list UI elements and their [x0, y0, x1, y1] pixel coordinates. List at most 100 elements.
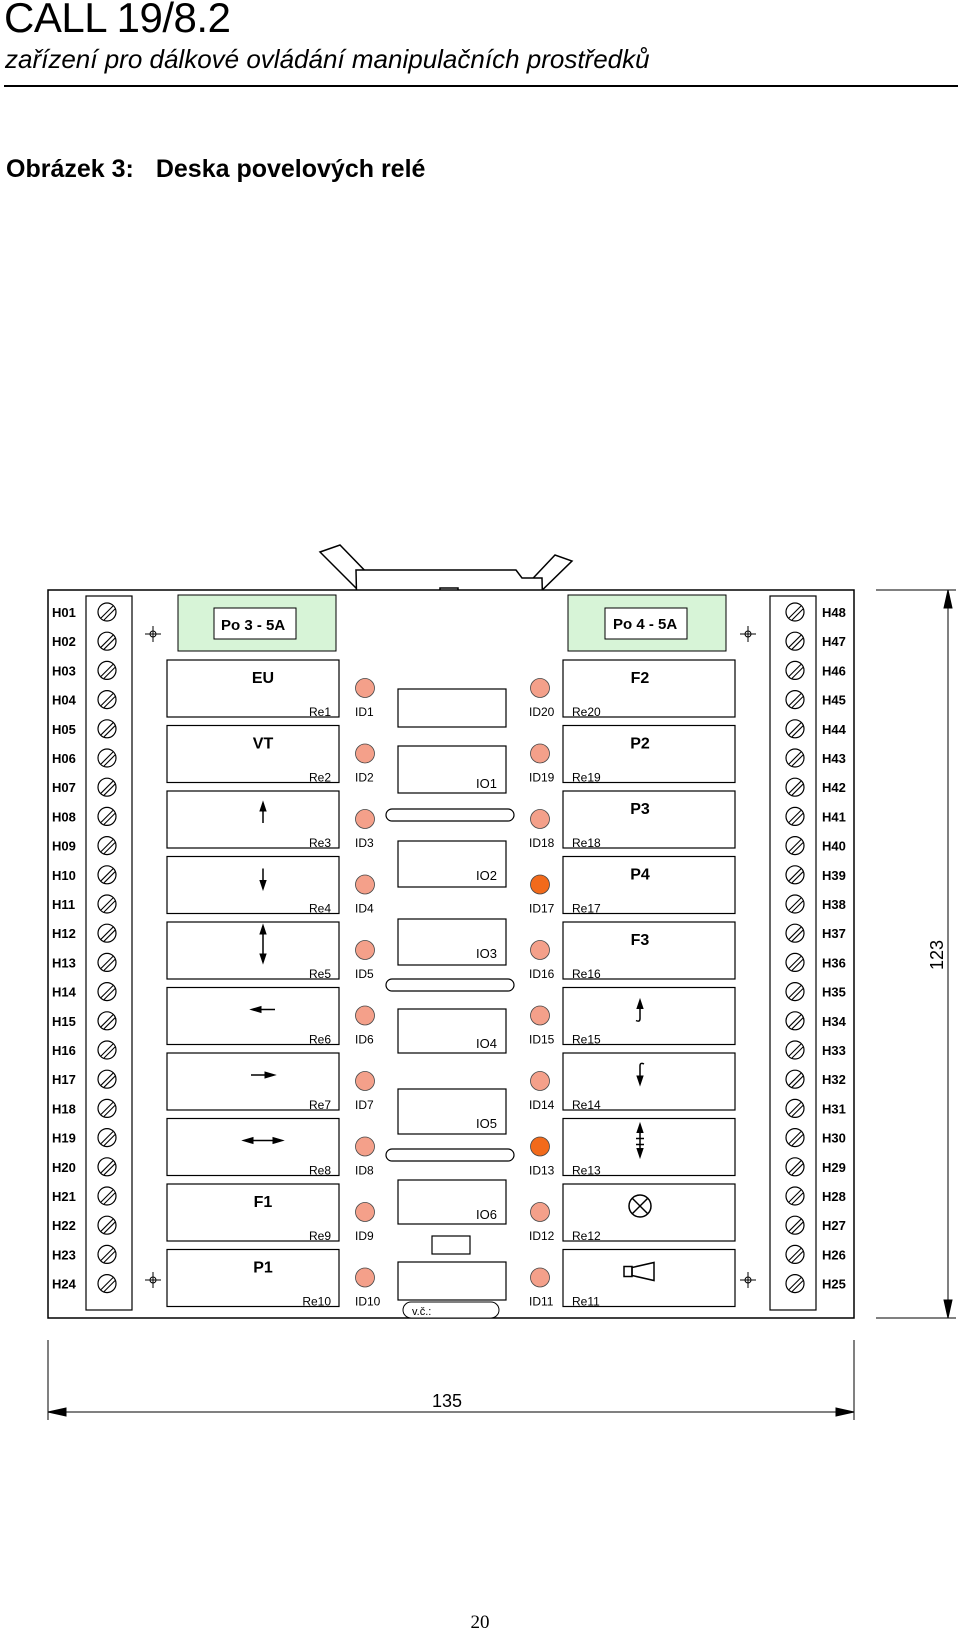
screw-slot — [103, 1046, 116, 1059]
fuse-box-left — [213, 607, 297, 640]
terminal-screw — [97, 631, 117, 651]
screw-slot — [791, 667, 804, 679]
screw-slot — [103, 813, 116, 825]
terminal-screw — [785, 1011, 805, 1031]
screw-slot — [100, 1072, 114, 1086]
terminal-label-left: H21 — [52, 1189, 76, 1204]
terminal-label-right: H35 — [822, 985, 846, 1000]
terminal-label-left: H07 — [52, 780, 76, 795]
screw-slot — [103, 667, 116, 679]
arrow-head — [259, 880, 267, 892]
screw-slot — [791, 725, 804, 738]
relay-designator: Re3 — [309, 836, 331, 850]
relay-designator: Re6 — [309, 1033, 331, 1047]
relay-designator: Re19 — [572, 771, 601, 785]
terminal-screw — [785, 835, 805, 856]
serial-plate — [402, 1301, 500, 1319]
screw-slot — [103, 1163, 116, 1176]
dimension-lines — [47, 589, 956, 1420]
terminal-screw — [97, 1215, 117, 1235]
figure-caption-label: Obrázek 3: — [6, 155, 134, 183]
document-title: CALL 19/8.2 — [4, 0, 231, 41]
screw-slot — [100, 1189, 114, 1203]
led-designator: ID14 — [529, 1098, 555, 1112]
terminal-label-left: H06 — [52, 751, 76, 766]
arrow-head — [241, 1136, 254, 1145]
led-indicator — [530, 1005, 550, 1026]
terminal-screw — [97, 894, 117, 914]
relay-body — [166, 659, 340, 718]
screw-slot — [788, 1248, 802, 1261]
terminal-screw — [785, 1157, 805, 1177]
relay-designator: Re13 — [572, 1164, 601, 1178]
screw-slot — [791, 783, 804, 796]
terminal-label-left: H14 — [52, 985, 77, 1000]
terminal-screw — [97, 865, 117, 885]
terminal-label-left: H01 — [52, 605, 76, 620]
figure-caption-title: Deska povelových relé — [155, 155, 426, 183]
terminal-label-left: H02 — [52, 634, 76, 649]
screw-slot — [791, 929, 804, 942]
arrow-head — [259, 800, 267, 812]
terminal-label-right: H25 — [822, 1277, 846, 1292]
relay-name: F2 — [631, 670, 650, 687]
screw-slot — [788, 926, 802, 940]
led-indicator — [355, 874, 375, 895]
terminal-label-left: H24 — [52, 1277, 77, 1292]
relay-designator: Re16 — [572, 967, 601, 981]
terminal-label-right: H47 — [822, 634, 846, 649]
terminal-screw — [785, 1098, 805, 1119]
screw-slot — [103, 696, 116, 708]
relay-body — [562, 724, 736, 784]
arrow-head — [272, 1136, 285, 1145]
arrow-head — [264, 1071, 277, 1079]
terminal-label-left: H15 — [52, 1014, 76, 1029]
led-designator: ID17 — [529, 902, 555, 916]
board-dynamic-parts: H01H02H03H04H05H06H07H08H09H10H11H12H13H… — [52, 602, 847, 1309]
led-designator: ID15 — [529, 1033, 555, 1047]
led-designator: ID19 — [529, 771, 555, 785]
terminal-label-right: H45 — [822, 693, 846, 708]
screw-slot — [103, 842, 116, 854]
arrow-head — [259, 923, 267, 935]
led-indicator — [530, 678, 550, 698]
led-indicator — [530, 874, 550, 895]
terminal-screw — [97, 952, 117, 973]
relay-body — [166, 1183, 340, 1242]
ic-label: IO3 — [476, 946, 497, 961]
hook-down-icon — [639, 1062, 645, 1083]
screw-slot — [791, 1105, 804, 1117]
screw-slot — [100, 722, 114, 736]
screw-slot — [791, 637, 804, 650]
led-indicator — [530, 743, 550, 764]
screw-slot — [791, 842, 804, 854]
relay-body — [562, 986, 736, 1046]
screw-slot — [791, 1251, 804, 1263]
terminal-screw — [785, 719, 805, 739]
terminal-label-right: H48 — [822, 605, 846, 620]
led-indicator — [355, 1267, 375, 1288]
terminal-label-right: H37 — [822, 926, 846, 941]
arrow-head — [636, 1121, 644, 1133]
document-subtitle: zařízení pro dálkové ovládání manipulačn… — [5, 44, 650, 74]
terminal-screw — [785, 777, 805, 797]
led-indicator — [355, 1202, 375, 1222]
led-designator: ID7 — [355, 1098, 374, 1112]
relay-name: EU — [252, 670, 274, 687]
terminal-screw — [785, 631, 805, 651]
terminal-label-right: H41 — [822, 809, 846, 824]
terminal-screw — [97, 1157, 117, 1177]
led-designator: ID3 — [355, 836, 374, 850]
screw-slot — [791, 871, 804, 884]
relay-body — [166, 986, 340, 1046]
terminal-screw — [785, 1215, 805, 1235]
screw-slot — [788, 1218, 802, 1232]
screw-slot — [788, 1014, 802, 1028]
screw-slot — [791, 988, 804, 1000]
screw-slot — [103, 1017, 116, 1030]
